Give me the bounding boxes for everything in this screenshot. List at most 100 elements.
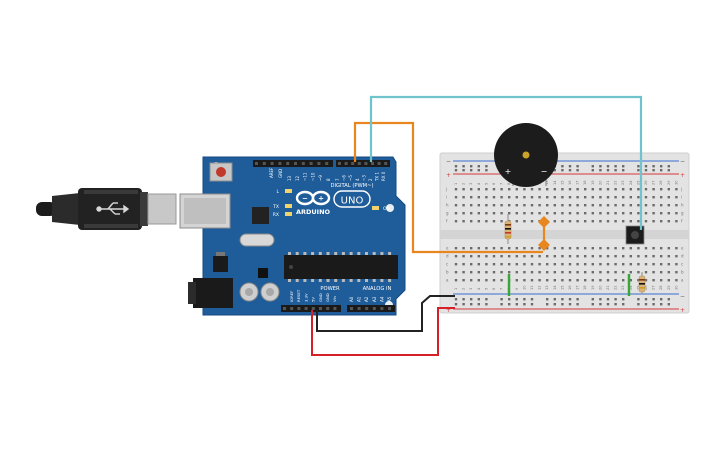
header-hole[interactable]	[294, 162, 297, 165]
breadboard-hole[interactable]	[599, 212, 602, 215]
rail-hole[interactable]	[568, 298, 572, 301]
header-hole[interactable]	[371, 162, 374, 165]
breadboard-hole[interactable]	[667, 204, 670, 207]
breadboard-hole[interactable]	[530, 212, 534, 215]
breadboard-hole[interactable]	[500, 279, 503, 282]
rail-hole[interactable]	[606, 169, 610, 172]
rail-hole[interactable]	[568, 303, 572, 306]
rail-hole[interactable]	[591, 298, 594, 301]
breadboard-hole[interactable]	[667, 263, 670, 266]
breadboard-hole[interactable]	[614, 263, 617, 266]
rail-hole[interactable]	[660, 165, 663, 168]
breadboard-hole[interactable]	[485, 212, 488, 215]
breadboard-hole[interactable]	[599, 196, 602, 199]
breadboard-hole[interactable]	[546, 204, 549, 207]
breadboard-hole[interactable]	[454, 279, 458, 282]
breadboard-hole[interactable]	[591, 204, 594, 207]
breadboard-hole[interactable]	[553, 279, 556, 282]
breadboard-hole[interactable]	[530, 188, 534, 191]
rail-hole[interactable]	[606, 303, 610, 306]
breadboard-hole[interactable]	[508, 271, 511, 274]
breadboard-hole[interactable]	[454, 271, 458, 274]
breadboard-hole[interactable]	[576, 263, 579, 266]
breadboard-hole[interactable]	[546, 196, 549, 199]
breadboard-hole[interactable]	[576, 204, 579, 207]
breadboard-hole[interactable]	[591, 220, 594, 223]
breadboard-hole[interactable]	[675, 188, 678, 191]
breadboard-hole[interactable]	[606, 263, 610, 266]
breadboard-hole[interactable]	[485, 188, 488, 191]
breadboard-hole[interactable]	[568, 263, 572, 266]
breadboard-hole[interactable]	[538, 204, 541, 207]
breadboard-hole[interactable]	[508, 204, 511, 207]
breadboard-hole[interactable]	[546, 255, 549, 258]
breadboard-hole[interactable]	[660, 204, 663, 207]
rail-hole[interactable]	[553, 303, 556, 306]
rail-hole[interactable]	[622, 169, 625, 172]
breadboard-hole[interactable]	[492, 196, 496, 199]
breadboard-hole[interactable]	[530, 263, 534, 266]
rail-hole[interactable]	[568, 169, 572, 172]
breadboard-hole[interactable]	[492, 212, 496, 215]
breadboard-hole[interactable]	[568, 271, 572, 274]
resistor[interactable]	[638, 272, 646, 294]
rail-hole[interactable]	[576, 169, 579, 172]
breadboard-hole[interactable]	[500, 247, 503, 250]
breadboard-hole[interactable]	[515, 255, 518, 258]
breadboard-hole[interactable]	[667, 212, 670, 215]
breadboard-hole[interactable]	[523, 279, 526, 282]
breadboard-hole[interactable]	[470, 220, 473, 223]
breadboard-hole[interactable]	[637, 212, 640, 215]
breadboard-hole[interactable]	[614, 188, 617, 191]
wire-cyan[interactable]	[369, 95, 643, 230]
breadboard-hole[interactable]	[675, 271, 678, 274]
rail-hole[interactable]	[477, 298, 480, 301]
breadboard-hole[interactable]	[584, 188, 587, 191]
breadboard-hole[interactable]	[660, 255, 663, 258]
breadboard-hole[interactable]	[637, 188, 640, 191]
breadboard-hole[interactable]	[629, 220, 632, 223]
rail-hole[interactable]	[614, 298, 617, 301]
breadboard-hole[interactable]	[492, 204, 496, 207]
breadboard-hole[interactable]	[538, 188, 541, 191]
breadboard-hole[interactable]	[629, 204, 632, 207]
breadboard-hole[interactable]	[492, 279, 496, 282]
rail-hole[interactable]	[667, 298, 670, 301]
breadboard-hole[interactable]	[591, 271, 594, 274]
breadboard-hole[interactable]	[667, 188, 670, 191]
breadboard-hole[interactable]	[614, 279, 617, 282]
breadboard-hole[interactable]	[523, 255, 526, 258]
rail-hole[interactable]	[523, 298, 526, 301]
breadboard-hole[interactable]	[515, 247, 518, 250]
breadboard-hole[interactable]	[652, 212, 655, 215]
breadboard-hole[interactable]	[485, 263, 488, 266]
breadboard-hole[interactable]	[553, 188, 556, 191]
rail-hole[interactable]	[637, 165, 640, 168]
breadboard-hole[interactable]	[485, 247, 488, 250]
breadboard-hole[interactable]	[652, 263, 655, 266]
breadboard-hole[interactable]	[462, 188, 465, 191]
breadboard-hole[interactable]	[553, 263, 556, 266]
breadboard-hole[interactable]	[568, 204, 572, 207]
breadboard-hole[interactable]	[660, 212, 663, 215]
wire-red-5v[interactable]	[311, 307, 455, 356]
breadboard-hole[interactable]	[546, 188, 549, 191]
breadboard-hole[interactable]	[568, 220, 572, 223]
rail-hole[interactable]	[568, 165, 572, 168]
breadboard-hole[interactable]	[538, 255, 541, 258]
breadboard-hole[interactable]	[477, 220, 480, 223]
rail-hole[interactable]	[599, 303, 602, 306]
rail-hole[interactable]	[462, 298, 465, 301]
breadboard-hole[interactable]	[622, 247, 625, 250]
header-hole[interactable]	[338, 162, 341, 165]
breadboard-hole[interactable]	[508, 188, 511, 191]
breadboard-hole[interactable]	[606, 196, 610, 199]
breadboard-hole[interactable]	[515, 196, 518, 199]
header-hole[interactable]	[262, 162, 266, 165]
breadboard-hole[interactable]	[584, 204, 587, 207]
breadboard-hole[interactable]	[523, 220, 526, 223]
breadboard-hole[interactable]	[660, 263, 663, 266]
breadboard-hole[interactable]	[599, 271, 602, 274]
rail-hole[interactable]	[576, 298, 579, 301]
breadboard-hole[interactable]	[644, 188, 648, 191]
